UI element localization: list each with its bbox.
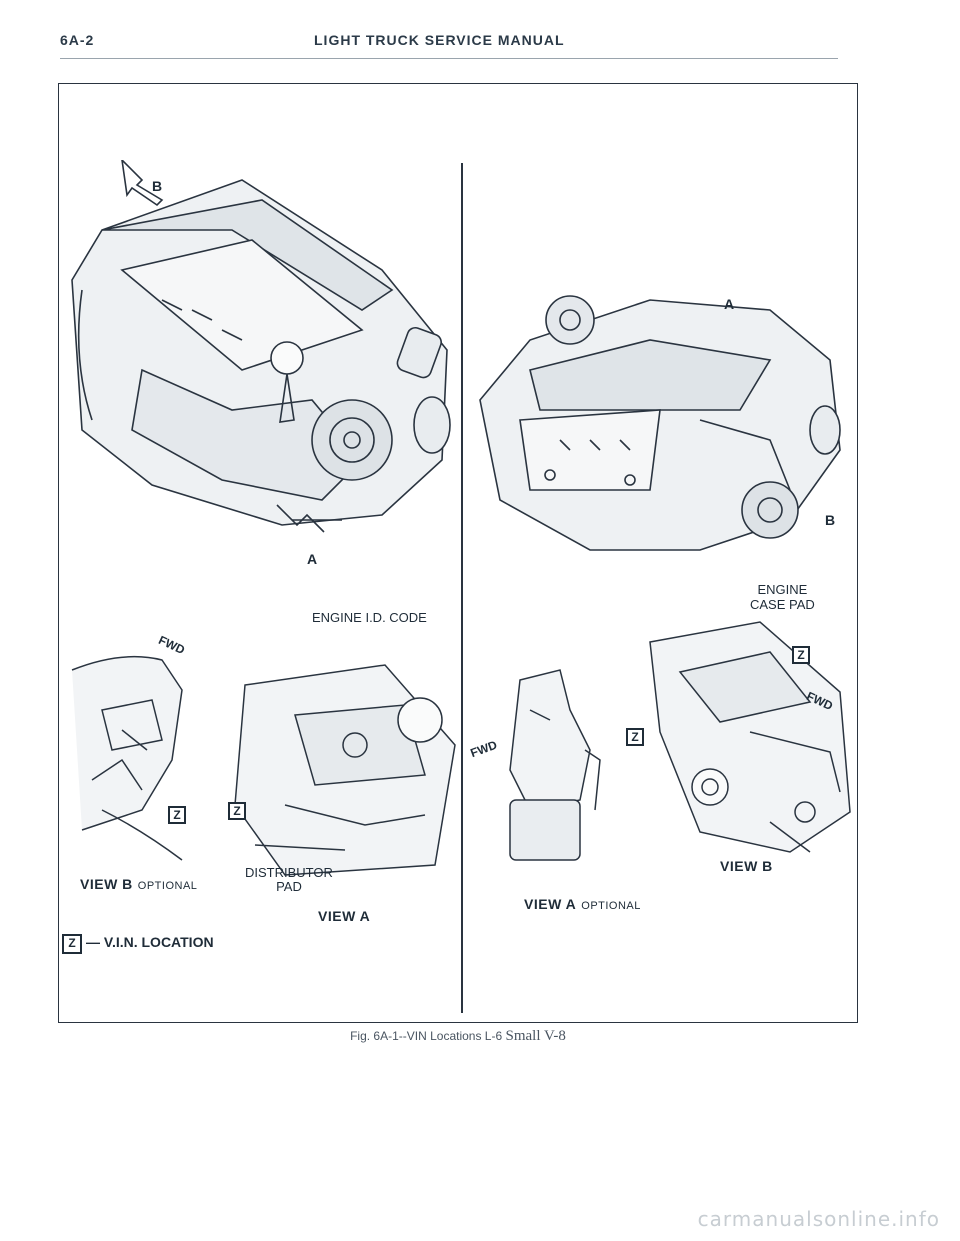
vin-marker-v8-view-a: Z — [626, 728, 644, 746]
figure-frame — [58, 83, 858, 1023]
vin-legend: Z— V.I.N. LOCATION — [62, 934, 214, 954]
vin-marker-l6-view-a: Z — [228, 802, 246, 820]
figure-caption: Fig. 6A-1--VIN Locations L-6 Small V-8 — [0, 1028, 916, 1045]
distributor-pad-line2: PAD — [276, 879, 302, 894]
engine-id-code-label: ENGINE I.D. CODE — [312, 610, 427, 625]
page-header-title: LIGHT TRUCK SERVICE MANUAL — [314, 32, 565, 48]
view-b-l6-label: VIEW B OPTIONAL — [80, 876, 197, 892]
engine-case-pad-line1: ENGINE — [757, 582, 808, 597]
vin-legend-box: Z — [62, 934, 82, 954]
view-b-v8-label: VIEW B — [720, 858, 773, 874]
view-b-l6-text: VIEW B — [80, 876, 133, 892]
header-rule — [60, 58, 838, 59]
v8-arrow-b-label: B — [825, 512, 836, 528]
caption-text: Fig. 6A-1--VIN Locations L-6 — [350, 1029, 503, 1043]
vin-marker-v8-view-b: Z — [792, 646, 810, 664]
engine-case-pad-line2: CASE PAD — [750, 597, 815, 612]
v8-view-b-illustration — [640, 612, 855, 862]
vin-marker-l6-view-b: Z — [168, 806, 186, 824]
view-a-v8-optional: OPTIONAL — [581, 900, 641, 912]
arrow-b-label: B — [152, 178, 163, 194]
v8-view-a-illustration — [470, 650, 620, 870]
view-a-l6-label: VIEW A — [318, 908, 371, 924]
caption-suffix: Small V-8 — [505, 1028, 566, 1044]
distributor-pad-line1: DISTRIBUTOR — [245, 865, 333, 880]
vin-legend-text: — V.I.N. LOCATION — [86, 934, 214, 950]
view-a-v8-text: VIEW A — [524, 896, 577, 912]
page-header-section: 6A-2 — [60, 32, 95, 48]
l6-view-b-illustration — [62, 630, 222, 870]
view-b-l6-optional: OPTIONAL — [137, 880, 198, 892]
l6-engine-illustration — [62, 160, 457, 545]
footer-watermark: carmanualsonline.info — [697, 1207, 940, 1231]
engine-case-pad-label: ENGINE CASE PAD — [750, 582, 815, 612]
distributor-pad-label: DISTRIBUTOR PAD — [245, 866, 333, 894]
view-a-v8-label: VIEW A OPTIONAL — [524, 896, 641, 912]
figure-divider — [461, 163, 463, 1013]
v8-engine-illustration — [470, 260, 855, 560]
arrow-a-label: A — [307, 551, 318, 567]
l6-view-a-illustration — [225, 625, 460, 895]
v8-arrow-a-label: A — [724, 296, 735, 312]
